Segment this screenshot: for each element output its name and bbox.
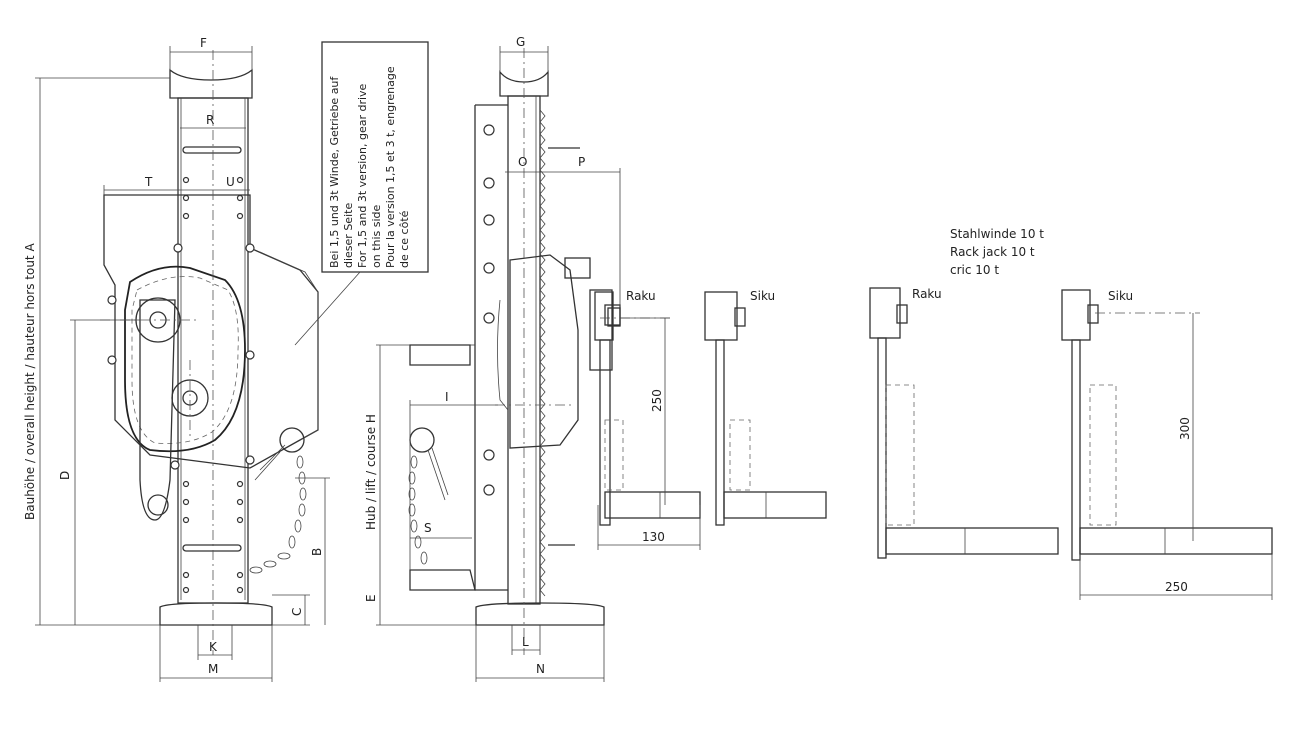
dim-E-label: E <box>364 594 378 602</box>
side-dimensions: G O P I S Hub / lift / course H E L N <box>364 35 621 682</box>
crank-large-dimensions: 300 250 <box>1079 312 1273 600</box>
note-line-1: Bei 1,5 und 3t Winde, Getriebe auf <box>328 76 341 268</box>
front-rack-holes <box>182 176 244 594</box>
dim-250-large: 250 <box>1165 580 1188 594</box>
front-chain <box>249 427 307 574</box>
note-line-5: Pour la version 1,5 et 3 t, engrenage <box>384 66 397 268</box>
dim-D-label: D <box>58 471 72 480</box>
dim-B-label: B <box>310 548 324 556</box>
note-line-2: dieser Seite <box>342 203 355 268</box>
dim-P-label: P <box>578 155 585 169</box>
dim-C-label: C <box>290 608 304 616</box>
front-dimensions: F R T U Bauhöhe / overall height / haute… <box>23 36 330 682</box>
note-line-4: on this side <box>370 204 383 268</box>
dim-M-label: M <box>208 662 218 676</box>
crank-large-title-1: Stahlwinde 10 t <box>950 227 1044 241</box>
dim-R-label: R <box>206 113 214 127</box>
note-line-6: de ce côté <box>398 210 411 268</box>
note-box: Bei 1,5 und 3t Winde, Getriebe auf diese… <box>294 41 429 346</box>
dim-U-label: U <box>226 175 235 189</box>
dim-F-label: F <box>200 36 207 50</box>
dim-H-label: Hub / lift / course H <box>364 414 378 530</box>
side-view <box>408 48 670 655</box>
side-rack-teeth <box>539 109 546 597</box>
dim-250-small: 250 <box>650 389 664 412</box>
dim-300: 300 <box>1178 417 1192 440</box>
crank-large-title: Stahlwinde 10 t Rack jack 10 t cric 10 t <box>950 227 1044 277</box>
front-view <box>100 50 319 655</box>
dim-I-label: I <box>445 390 449 404</box>
dim-130: 130 <box>642 530 665 544</box>
side-chain <box>408 427 449 565</box>
dim-O-label: O <box>518 155 527 169</box>
dim-K-label: K <box>209 640 218 654</box>
crank-large-raku: Raku <box>869 287 1059 559</box>
dim-L-label: L <box>522 635 529 649</box>
dim-A-label: Bauhöhe / overall height / hauteur hors … <box>23 243 37 520</box>
dim-S-label: S <box>424 521 432 535</box>
note-line-3: For 1,5 and 3t version, gear drive <box>356 83 369 268</box>
dim-G-label: G <box>516 35 525 49</box>
dim-T-label: T <box>144 175 153 189</box>
crank-large-title-3: cric 10 t <box>950 263 999 277</box>
crank-small-raku-label: Raku <box>626 289 656 303</box>
dim-N-label: N <box>536 662 545 676</box>
crank-large-title-2: Rack jack 10 t <box>950 245 1035 259</box>
crank-small-siku-label: Siku <box>750 289 775 303</box>
crank-small-dimensions: 250 130 <box>597 317 701 550</box>
crank-large-siku: Siku <box>1061 289 1273 561</box>
crank-large-siku-label: Siku <box>1108 289 1133 303</box>
crank-small-siku: Siku <box>704 289 827 526</box>
crank-large-raku-label: Raku <box>912 287 942 301</box>
